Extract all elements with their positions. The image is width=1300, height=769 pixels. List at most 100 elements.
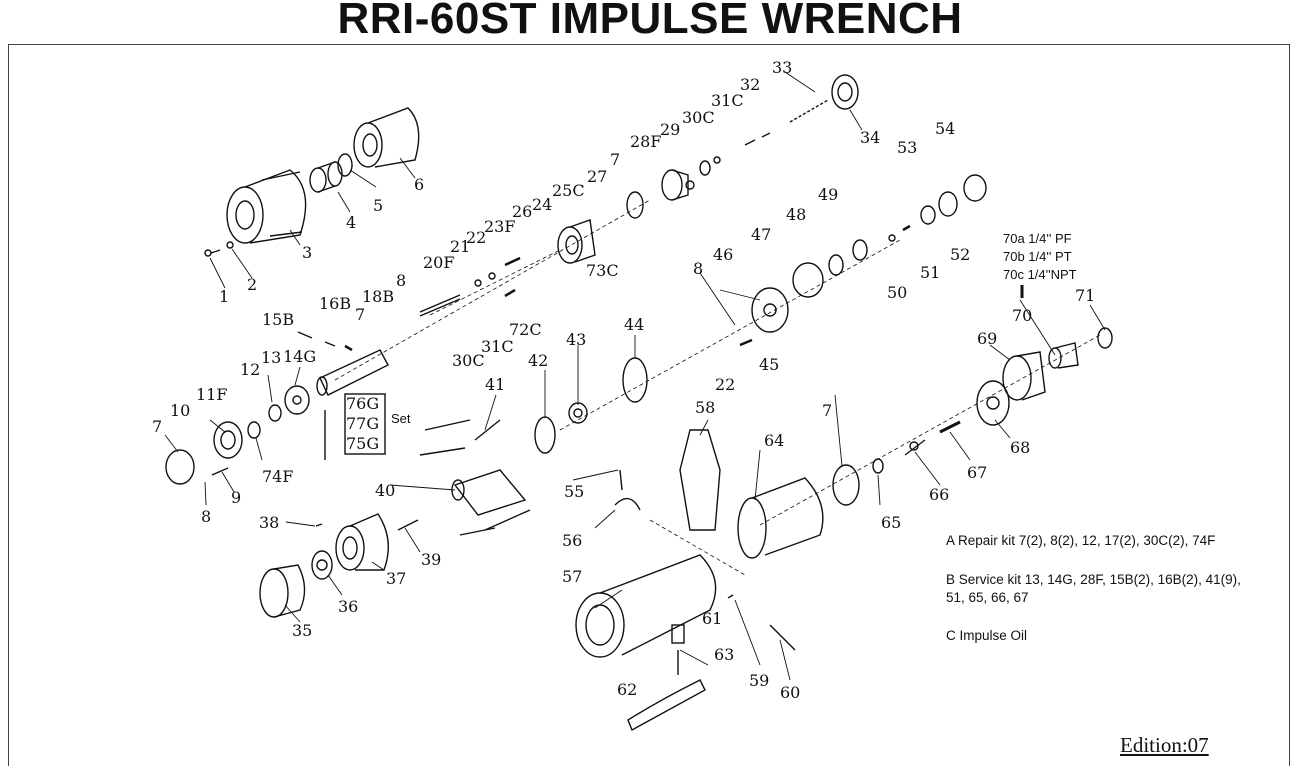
part-69-end-cap [1002, 351, 1046, 401]
part-label: 47 [751, 225, 771, 244]
part-5-ring [337, 153, 353, 177]
part-label: 2 [247, 275, 257, 294]
part-label: 25C [552, 181, 585, 200]
leader-lines [164, 71, 1106, 681]
part-label: 7 [355, 305, 365, 324]
part-61-62-valve [671, 624, 685, 675]
part-36-bearing [311, 550, 333, 580]
part-label: 1 [219, 287, 229, 306]
inlet-variant-70c: 70c 1/4''NPT [1003, 267, 1077, 282]
part-52-valve [920, 205, 936, 225]
part-label: 16B [319, 294, 351, 313]
part-label: 30C [452, 351, 485, 370]
part-label: 44 [624, 315, 644, 334]
part-label: 63 [714, 645, 734, 664]
part-label: 46 [713, 245, 733, 264]
part-label: 28F [630, 132, 661, 151]
part-35-front-cap [259, 564, 306, 618]
part-51-pin [902, 224, 911, 232]
part-label: 73C [586, 261, 619, 280]
part-label: 13 [261, 348, 281, 367]
part-28f-rear-plate [661, 169, 695, 201]
part-13-plate [284, 385, 310, 415]
part-29-ring [699, 160, 711, 176]
part-label: 20F [423, 253, 454, 272]
part-label: 76G [346, 394, 379, 413]
part-label: 59 [749, 671, 769, 690]
set-box [344, 393, 386, 455]
part-23f-spring [504, 256, 521, 267]
part-33-spring [789, 99, 829, 123]
part-34-end-cap [831, 74, 859, 110]
part-label: 35 [292, 621, 312, 640]
part-58-hanger [679, 429, 721, 531]
part-53-oring [938, 191, 958, 217]
part-7-front-oring [165, 449, 195, 485]
part-label: 50 [887, 283, 907, 302]
part-3-housing-cap [226, 169, 307, 244]
part-43-bearing [568, 402, 588, 424]
part-label: 9 [231, 488, 241, 507]
part-64-cylinder-housing [737, 477, 824, 559]
part-label: 42 [528, 351, 548, 370]
part-42-plate [534, 416, 556, 454]
part-label: 8 [201, 507, 211, 526]
part-label: 8 [693, 259, 703, 278]
part-68-gasket [976, 380, 1010, 426]
part-label: 11F [196, 385, 227, 404]
part-70-inlet [1048, 342, 1079, 369]
part-38-39-pins [315, 519, 419, 531]
part-65-washer [872, 458, 884, 474]
part-label: 53 [897, 138, 917, 157]
part-55-screw [619, 469, 623, 491]
part-label: 39 [421, 550, 441, 569]
part-label: 23F [484, 217, 515, 236]
part-label: 43 [566, 330, 586, 349]
part-50-ball [888, 234, 896, 242]
inlet-variant-70b: 70b 1/4'' PT [1003, 249, 1072, 264]
part-label: 4 [346, 213, 356, 232]
part-label: 57 [562, 567, 582, 586]
part-label: 34 [860, 128, 880, 147]
part-label: 12 [240, 360, 260, 379]
part-label: 29 [660, 120, 680, 139]
page-title: RRI-60ST IMPULSE WRENCH [337, 0, 963, 43]
part-label: 70 [1012, 306, 1032, 325]
part-20f-rod [419, 294, 461, 317]
part-37-hammer-case [335, 513, 390, 571]
part-2-washer [226, 241, 234, 249]
part-label: 21 [450, 237, 470, 256]
part-label: 3 [302, 243, 312, 262]
part-25c-cylinder [557, 219, 596, 264]
part-label: 72C [509, 320, 542, 339]
part-label: 27 [587, 167, 607, 186]
part-41-vanes [419, 419, 531, 536]
part-40-rotor [451, 469, 527, 516]
part-label: 74F [262, 467, 293, 486]
part-56-trigger [614, 497, 641, 511]
part-7-oring [626, 191, 644, 219]
part-label: 31C [711, 91, 744, 110]
part-label: 66 [929, 485, 949, 504]
part-label: 33 [772, 58, 792, 77]
impulse-oil-note: C Impulse Oil [946, 628, 1028, 643]
part-label: 32 [740, 75, 760, 94]
part-label: 22 [715, 375, 735, 394]
edition-label: Edition:07 [1120, 733, 1209, 757]
inlet-variant-70a: 70a 1/4'' PF [1003, 231, 1072, 246]
part-11f-front-cover [213, 421, 243, 459]
part-label: 77G [346, 414, 379, 433]
part-14g-anvil [316, 349, 389, 396]
service-kit-note-cont: 51, 65, 66, 67 [946, 590, 1029, 605]
part-72c-spring [504, 288, 516, 298]
part-label: 45 [759, 355, 779, 374]
part-54-bushing [963, 174, 987, 202]
part-label: 18B [362, 287, 394, 306]
part-21-22-balls [474, 272, 496, 287]
part-label: 67 [967, 463, 987, 482]
diagram-frame [8, 44, 1290, 766]
part-label: 56 [562, 531, 582, 550]
part-15b-16b-pins [297, 331, 353, 352]
part-67-spring [939, 420, 961, 434]
